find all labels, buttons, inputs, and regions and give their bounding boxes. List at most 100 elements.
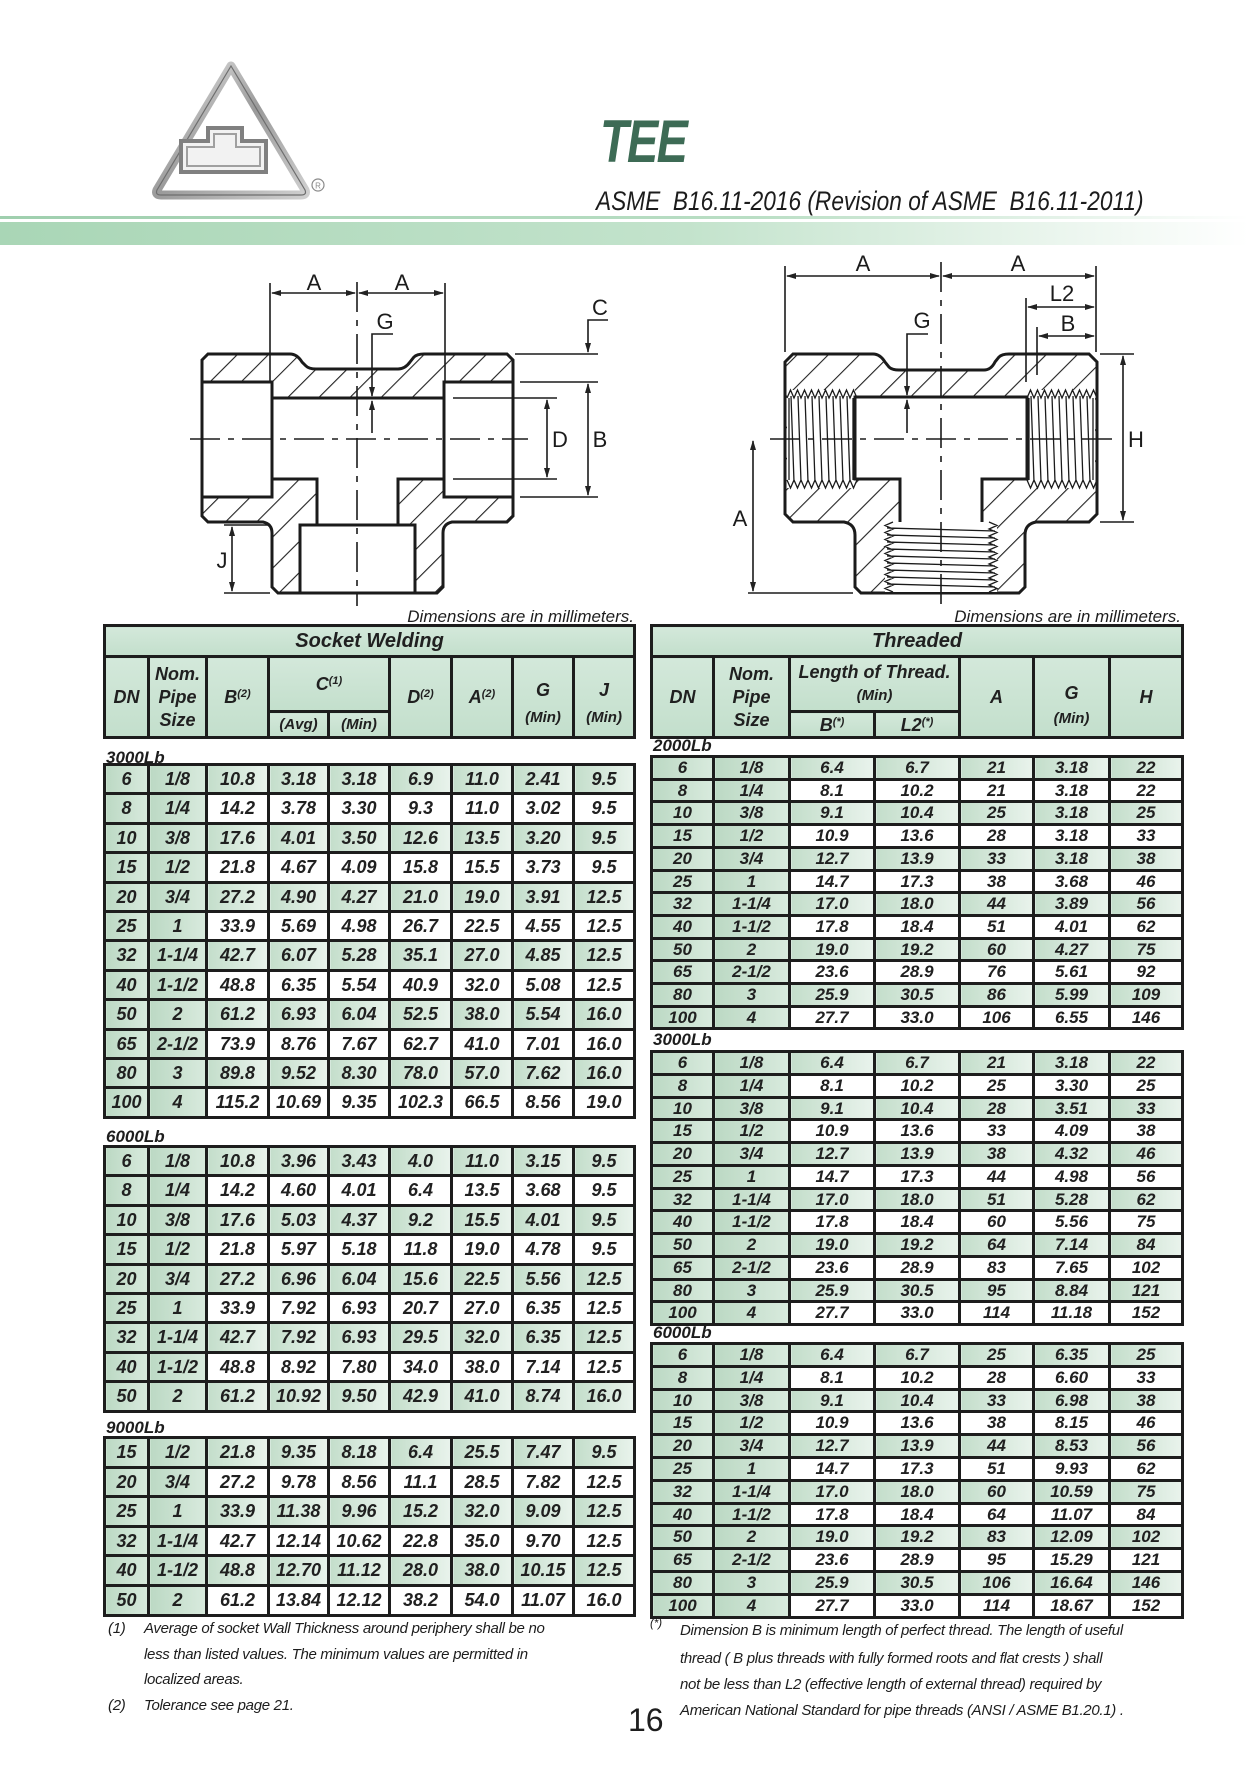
value-cell: 16.0 (572, 998, 636, 1031)
value-cell: 9.3 (388, 792, 453, 825)
value-cell: 9.5 (572, 1203, 636, 1237)
value-cell: 29.5 (388, 1321, 453, 1354)
value-cell: 9.96 (327, 1495, 391, 1528)
value-cell: 44 (958, 1163, 1035, 1190)
value-cell: 11.0 (450, 762, 514, 796)
value-cell: 41.0 (450, 1027, 514, 1061)
value-cell: 7.92 (267, 1321, 330, 1354)
nominal-size-cell: 1/8 (712, 1342, 791, 1368)
value-cell: 56 (1108, 1163, 1184, 1190)
nominal-size-cell: 1/2 (712, 1118, 791, 1144)
col-length-of-thread: Length of Thread.(Min) (788, 655, 961, 713)
dn-cell: 80 (650, 1569, 715, 1596)
value-cell: 30.5 (873, 982, 961, 1008)
footnote-mark: (*) (650, 1616, 662, 1630)
value-cell: 12.5 (572, 968, 636, 1002)
value-cell: 38 (958, 1410, 1035, 1437)
nominal-size-cell: 1-1/2 (712, 1209, 791, 1235)
dn-cell: 40 (650, 913, 715, 940)
value-cell: 19.0 (450, 880, 514, 914)
value-cell: 10.9 (788, 823, 876, 849)
socket-welding-title: Socket Welding (102, 624, 637, 658)
nominal-size-cell: 1-1/4 (147, 939, 208, 972)
dn-cell: 50 (650, 1524, 715, 1551)
value-cell: 17.8 (788, 1501, 876, 1528)
value-cell: 46 (1108, 1141, 1184, 1167)
value-cell: 3.18 (1032, 1050, 1111, 1076)
value-cell: 6.4 (388, 1436, 453, 1469)
value-cell: 18.0 (873, 1186, 961, 1213)
value-cell: 12.5 (572, 880, 636, 914)
value-cell: 106 (958, 1004, 1035, 1031)
nominal-size-cell: 3 (712, 1569, 791, 1596)
col-a: A (958, 655, 1035, 739)
nominal-size-cell: 1/2 (147, 1233, 208, 1266)
nominal-size-cell: 2 (147, 998, 208, 1031)
value-cell: 8.76 (267, 1027, 330, 1061)
dn-cell: 25 (103, 910, 150, 943)
dn-cell: 65 (650, 1547, 715, 1573)
value-cell: 6.35 (1032, 1342, 1111, 1368)
value-cell: 9.5 (572, 1436, 636, 1469)
value-cell: 4.98 (1032, 1163, 1111, 1190)
value-cell: 8.18 (327, 1436, 391, 1469)
value-cell: 32.0 (450, 1321, 514, 1354)
value-cell: 34.0 (388, 1350, 453, 1384)
value-cell: 106 (958, 1569, 1035, 1596)
value-cell: 60 (958, 1209, 1035, 1235)
value-cell: 152 (1108, 1592, 1184, 1619)
value-cell: 27.7 (788, 1300, 876, 1326)
value-cell: 11.0 (450, 792, 514, 825)
value-cell: 10.8 (205, 762, 270, 796)
value-cell: 38 (1108, 1118, 1184, 1144)
value-cell: 5.56 (511, 1262, 575, 1296)
value-cell: 12.6 (388, 821, 453, 855)
value-cell: 62 (1108, 1455, 1184, 1482)
value-cell: 33 (1108, 823, 1184, 849)
nominal-size-cell: 3 (147, 1057, 208, 1090)
value-cell: 42.7 (205, 1321, 270, 1354)
nominal-size-cell: 3/8 (712, 1387, 791, 1414)
value-cell: 12.7 (788, 845, 876, 872)
nominal-size-cell: 1-1/4 (147, 1321, 208, 1354)
dn-cell: 100 (650, 1300, 715, 1326)
value-cell: 27.2 (205, 1262, 270, 1296)
dn-cell: 50 (103, 1380, 150, 1413)
value-cell: 3.18 (1032, 777, 1111, 804)
value-cell: 152 (1108, 1300, 1184, 1326)
value-cell: 17.3 (873, 868, 961, 895)
value-cell: 33 (958, 1118, 1035, 1144)
value-cell: 6.4 (788, 1050, 876, 1076)
col-c: C(1) (267, 655, 391, 713)
dim-label-a-left: A (307, 270, 322, 295)
nominal-size-cell: 2 (712, 936, 791, 963)
value-cell: 7.14 (511, 1350, 575, 1384)
value-cell: 9.5 (572, 762, 636, 796)
value-cell: 3.50 (327, 821, 391, 855)
value-cell: 61.2 (205, 998, 270, 1031)
value-cell: 19.0 (450, 1233, 514, 1266)
value-cell: 17.6 (205, 821, 270, 855)
value-cell: 7.01 (511, 1027, 575, 1061)
dim-label-h: H (1128, 427, 1144, 452)
value-cell: 62 (1108, 1186, 1184, 1213)
nominal-size-cell: 2-1/2 (712, 1547, 791, 1573)
value-cell: 33 (1108, 1364, 1184, 1391)
value-cell: 6.7 (873, 1050, 961, 1076)
value-cell: 12.5 (572, 1262, 636, 1296)
col-c-avg: (Avg) (267, 710, 330, 739)
value-cell: 28 (958, 823, 1035, 849)
nominal-size-cell: 1-1/2 (712, 913, 791, 940)
value-cell: 8.53 (1032, 1433, 1111, 1459)
value-cell: 5.28 (327, 939, 391, 972)
